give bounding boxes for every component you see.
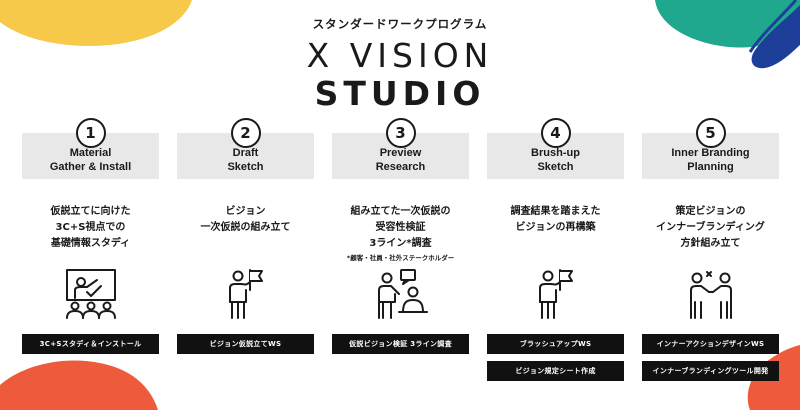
step-name: Brush-up Sketch: [531, 147, 580, 173]
workshop-pill: インナーブランディングツール開発: [642, 361, 779, 381]
step-number: 4: [540, 118, 571, 148]
step-3: 3 Preview Research 組み立てた一次仮説の 受容性検証 3ライン…: [332, 118, 469, 388]
interview-icon: [377, 269, 428, 319]
step-description: 仮説立てに向けた 3C+S視点での 基礎情報スタディ: [50, 206, 131, 249]
workshop-pill: 3C+Sスタディ＆インストール: [22, 334, 159, 354]
program-subtitle: スタンダードワークプログラム: [312, 17, 488, 31]
presentation-teacher-icon: [65, 269, 116, 319]
step-number: 5: [695, 118, 726, 148]
person-with-flag-icon: [538, 269, 573, 319]
workshop-pill: ビジョン規定シート作成: [487, 361, 624, 381]
step-description: 調査結果を踏まえた ビジョンの再構築: [510, 206, 601, 233]
step-description: 組み立てた一次仮説の 受容性検証 3ライン*調査: [350, 206, 451, 249]
step-name: Draft Sketch: [227, 147, 264, 173]
program-title-line1: X VISION: [306, 36, 494, 75]
step-number: 3: [385, 118, 416, 148]
step-name-box: Material Gather & Install: [22, 133, 159, 179]
step-name: Inner Branding Planning: [671, 147, 750, 173]
workshop-pill: 仮説ビジョン検証 3ライン調査: [332, 334, 469, 354]
step-description: 策定ビジョンの インナーブランディング 方針組み立て: [656, 206, 765, 249]
handshake-icon: [689, 271, 732, 319]
step-2: 2 Draft Sketch ビジョン 一次仮説の組み立て ビジョン仮説立てWS: [177, 118, 314, 388]
step-number: 1: [75, 118, 106, 148]
step-5: 5 Inner Branding Planning 策定ビジョンの インナーブラ…: [642, 118, 779, 388]
workshop-pill: インナーアクションデザインWS: [642, 334, 779, 354]
step-name: Material Gather & Install: [49, 147, 132, 173]
step-name: Preview Research: [375, 147, 426, 173]
person-with-flag-icon: [228, 269, 263, 319]
workshop-pill: ビジョン仮説立てWS: [177, 334, 314, 354]
program-steps: 1 Material Gather & Install 仮説立てに向けた 3C+…: [22, 118, 782, 388]
step-4: 4 Brush-up Sketch 調査結果を踏まえた ビジョンの再構築 ブラッ…: [487, 118, 624, 388]
workshop-pill: ブラッシュアップWS: [487, 334, 624, 354]
step-1: 1 Material Gather & Install 仮説立てに向けた 3C+…: [22, 118, 159, 388]
step-note: *顧客・社員・社外ステークホルダー: [346, 254, 455, 262]
step-description: ビジョン 一次仮説の組み立て: [200, 206, 291, 233]
step-number: 2: [230, 118, 261, 148]
program-title-line2: STUDIO: [314, 74, 486, 113]
program-header: スタンダードワークプログラム X VISION STUDIO: [0, 16, 800, 114]
